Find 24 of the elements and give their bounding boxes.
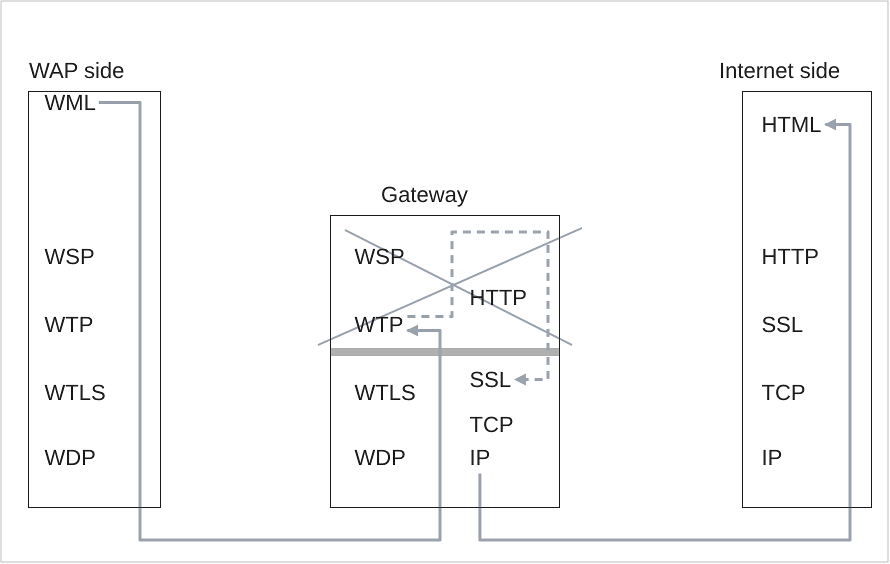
arrow [407, 230, 550, 386]
protocol-label: WSP [354, 244, 405, 270]
stack-title: Internet side [719, 58, 840, 84]
protocol-label: HTTP [470, 284, 527, 310]
arrow [98, 101, 442, 542]
protocol-label: SSL [470, 366, 512, 392]
protocol-label: WDP [354, 444, 406, 470]
protocol-label: HTTP [762, 244, 819, 270]
protocol-label: IP [470, 444, 490, 470]
protocol-label: WTLS [44, 380, 106, 406]
stack-title: WAP side [29, 58, 124, 84]
stack-title: Gateway [381, 182, 468, 208]
protocol-label: SSL [762, 312, 804, 338]
protocol-label: WDP [44, 444, 96, 470]
protocol-label: HTML [762, 112, 822, 138]
protocol-label: IP [762, 444, 782, 470]
protocol-label: WTP [44, 312, 94, 338]
protocol-label: WTP [354, 312, 404, 338]
arrow [478, 118, 852, 542]
protocol-label: WTLS [354, 380, 416, 406]
protocol-label: TCP [470, 412, 514, 438]
protocol-label: WSP [44, 244, 95, 270]
protocol-label: WML [44, 90, 96, 116]
protocol-label: TCP [762, 380, 806, 406]
